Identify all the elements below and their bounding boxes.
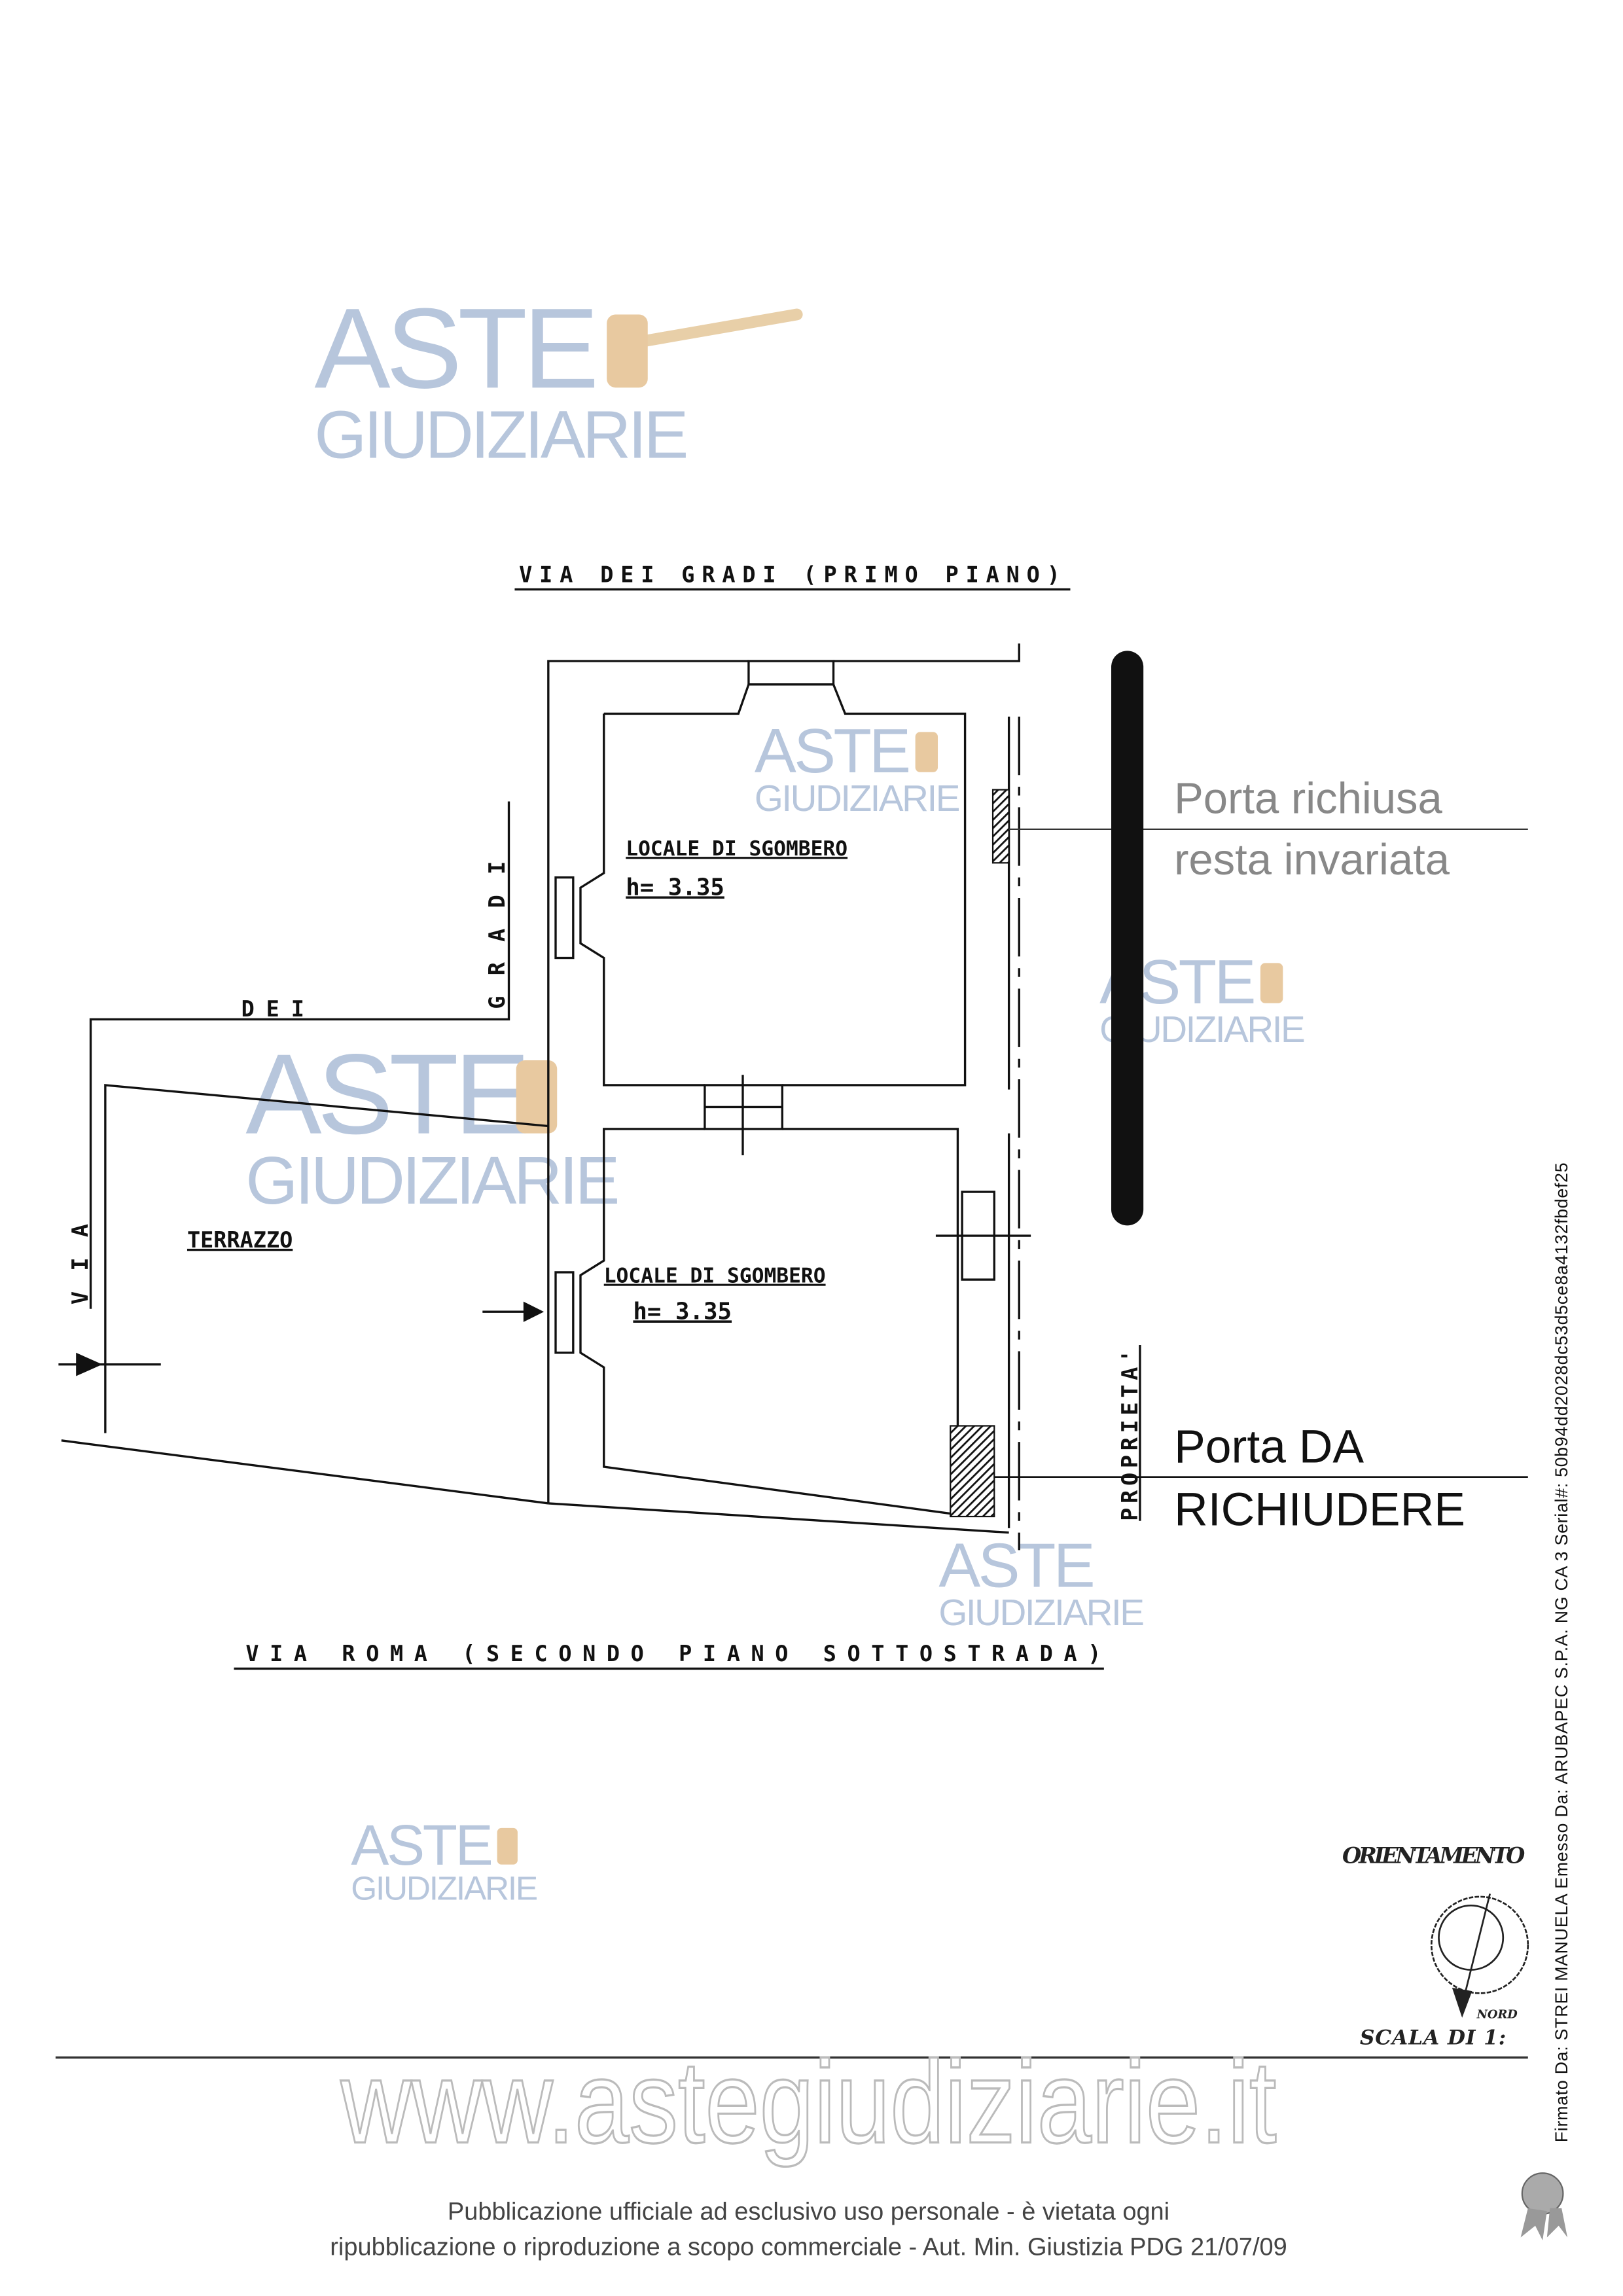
svg-text:GIUDIZIARIE: GIUDIZIARIE — [938, 1592, 1143, 1633]
svg-text:ASTE: ASTE — [245, 1030, 526, 1158]
orientation-label: ORIENTAMENTO — [1342, 1843, 1525, 1869]
svg-text:GIUDIZIARIE: GIUDIZIARIE — [314, 397, 686, 472]
footer-line-2: ripubblicazione o riproduzione a scopo c… — [330, 2233, 1287, 2261]
watermark-logo: ASTE GIUDIZIARIE — [314, 284, 803, 472]
terrace-label: TERRAZZO — [187, 1227, 293, 1253]
svg-text:GIUDIZIARIE: GIUDIZIARIE — [755, 778, 959, 819]
room-lower-label: LOCALE DI SGOMBERO — [604, 1265, 826, 1288]
terrace-outline — [61, 1084, 549, 1505]
property-label: PROPRIETA' — [1117, 1345, 1143, 1521]
svg-text:ASTE: ASTE — [351, 1814, 491, 1877]
svg-text:ASTE: ASTE — [755, 716, 909, 786]
scale-label: SCALA DI 1: — [1360, 2026, 1506, 2050]
building-walls — [547, 643, 1031, 1551]
svg-text:ASTE: ASTE — [938, 1530, 1093, 1600]
street-label-bottom: VIA ROMA (SECONDO PIANO SOTTOSTRADA) — [245, 1641, 1101, 1666]
annotation-door-to-close-1: Porta DA — [1174, 1420, 1364, 1473]
annotation-closed-door-1: Porta richiusa — [1174, 774, 1442, 823]
annotation-door-to-close-2: RICHIUDERE — [1174, 1483, 1465, 1535]
svg-text:GIUDIZIARIE: GIUDIZIARIE — [351, 1869, 537, 1907]
watermark-logo: ASTE GIUDIZIARIE — [245, 1030, 620, 1218]
street-label-top: VIA DEI GRADI (PRIMO PIANO) — [519, 562, 1060, 587]
annotation-closed-door-2: resta invariata — [1174, 835, 1450, 884]
watermark-logo: ASTE GIUDIZIARIE — [351, 1814, 539, 1907]
compass-icon — [1430, 1893, 1529, 2018]
room-upper-label: LOCALE DI SGOMBERO — [626, 837, 847, 861]
north-label: NORD — [1476, 2007, 1518, 2021]
watermark-logo: ASTE GIUDIZIARIE — [755, 716, 961, 819]
room-lower-height: h= 3.35 — [633, 1298, 732, 1325]
site-watermark: www.astegiudiziarie.it — [340, 2036, 1277, 2167]
watermark-logo: ASTE GIUDIZIARIE — [938, 1530, 1145, 1633]
door-to-close-hatch — [950, 1425, 995, 1518]
svg-text:GIUDIZIARIE: GIUDIZIARIE — [245, 1143, 617, 1218]
footer-line-1: Pubblicazione ufficiale ad esclusivo uso… — [448, 2198, 1169, 2226]
street-label-gradi: GRADI — [484, 840, 510, 1009]
svg-text:ASTE: ASTE — [314, 284, 594, 412]
street-label-dei: DEI — [241, 996, 316, 1022]
room-upper-height: h= 3.35 — [626, 874, 724, 901]
closed-door-hatch — [991, 789, 1010, 864]
digital-signature: Firmato Da: STREI MANUELA Emesso Da: ARU… — [1552, 1162, 1571, 2142]
property-boundary-bar — [1111, 651, 1144, 1226]
street-label-via: VIA — [67, 1204, 93, 1304]
seal-icon — [1520, 2172, 1568, 2240]
